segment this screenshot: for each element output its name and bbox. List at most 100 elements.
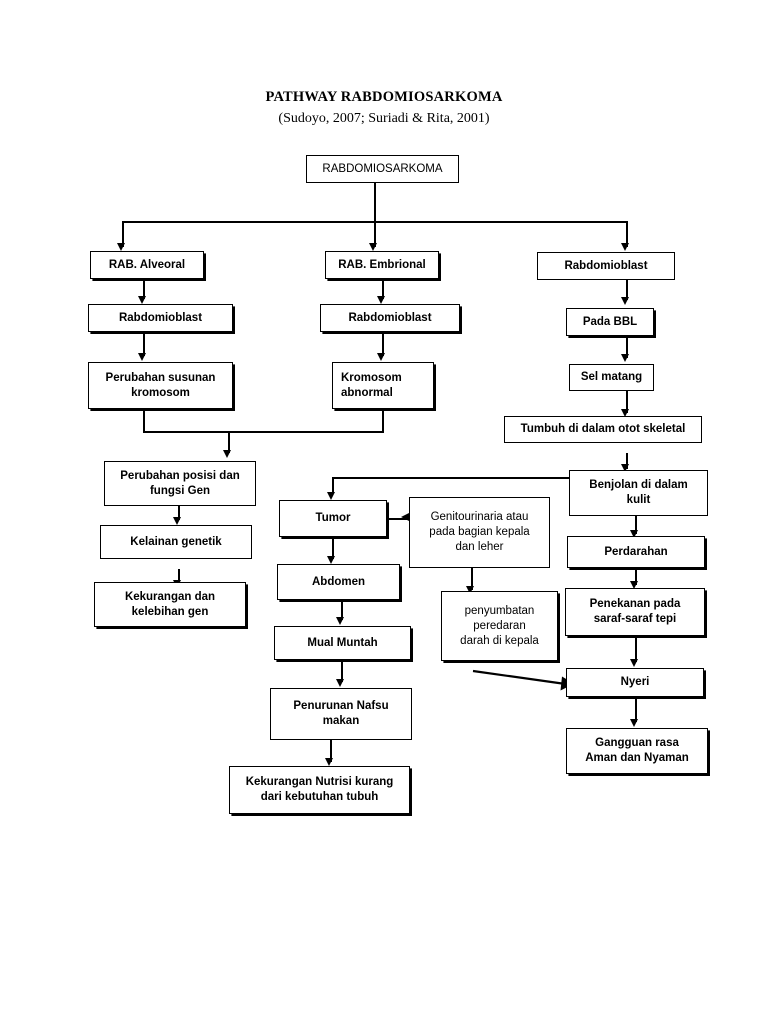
node-abdomen-label: Abdomen <box>311 575 366 588</box>
connector-tumbuh-down <box>626 453 628 469</box>
node-rabdomioblast-right-label: Rabdomioblast <box>564 259 648 272</box>
connector-alveoral-down <box>143 279 145 299</box>
node-nyeri[interactable]: Nyeri <box>566 668 704 697</box>
arrowhead-to-gangguan-rasa <box>630 719 639 727</box>
page-subtitle: (Sudoyo, 2007; Suriadi & Rita, 2001) <box>278 111 490 126</box>
arrowhead-to-benjolan <box>621 464 630 472</box>
node-pada-bbl[interactable]: Pada BBL <box>566 308 654 336</box>
node-nyeri-label: Nyeri <box>620 676 650 688</box>
connector-penyumbatan-to-nyeri <box>472 669 574 691</box>
node-sel-matang[interactable]: Sel matang <box>569 364 654 391</box>
arrowhead-to-tumbuh-otot <box>621 409 630 417</box>
title-block: PATHWAY RABDOMIOSARKOMA (Sudoyo, 2007; S… <box>0 88 768 128</box>
arrowhead-kelainan-genetik <box>173 517 182 525</box>
arrowhead-to-embrional <box>369 243 378 251</box>
node-rab-alveoral[interactable]: RAB. Alveoral <box>90 251 204 279</box>
arrowhead-to-genitourinaria <box>401 513 409 522</box>
arrowhead-to-kekurangan-nutrisi <box>325 758 334 766</box>
node-tumbuh-otot-skeletal-label: Tumbuh di dalam otot skeletal <box>520 423 686 435</box>
arrowhead-perubahan-susunan <box>138 353 147 361</box>
connector-selmatang-down <box>626 391 628 413</box>
node-rabdomioblast-embrional[interactable]: Rabdomioblast <box>320 304 460 332</box>
connector-root-down <box>374 183 376 222</box>
connector-bus-mid-drop <box>374 221 376 247</box>
connector-benjolan-down <box>635 516 637 534</box>
arrowhead-to-tumor <box>327 492 336 500</box>
connector-embrab-down <box>382 332 384 356</box>
connector-abdomen-down <box>341 600 343 620</box>
connector-kelainan-down <box>178 569 180 585</box>
node-perdarahan-label: Perdarahan <box>604 545 668 558</box>
connector-tumor-drop <box>332 477 334 494</box>
connector-susunan-down <box>143 409 145 433</box>
connector-tumor-to-genito <box>386 518 407 520</box>
node-tumbuh-otot-skeletal[interactable]: Tumbuh di dalam otot skeletal <box>504 416 702 443</box>
node-rabdomiosarkoma-label: RABDOMIOSARKOMA <box>322 162 443 175</box>
node-rabdomiosarkoma[interactable]: RABDOMIOSARKOMA <box>306 155 459 183</box>
arrowhead-to-rabdomioblast <box>621 243 630 251</box>
connector-merge-drop <box>228 431 230 453</box>
arrowhead-perubahan-posisi <box>223 450 232 458</box>
connector-abnormal-down <box>382 409 384 433</box>
connector-mual-down <box>341 660 343 682</box>
connector-embrional-down <box>382 279 384 299</box>
connector-nafsu-down <box>330 740 332 762</box>
arrowhead-kromosom-abnormal <box>377 353 386 361</box>
arrowhead-to-abdomen <box>327 556 336 564</box>
connector-benjolan-to-tumor-bus <box>332 477 570 479</box>
node-kelainan-genetik[interactable]: Kelainan genetik <box>100 525 252 559</box>
node-rab-alveoral-label: RAB. Alveoral <box>108 258 186 271</box>
node-tumor-label: Tumor <box>315 512 351 524</box>
arrowhead-to-pada-bbl <box>621 297 630 305</box>
arrowhead-to-penekanan <box>630 581 639 589</box>
node-rab-embrional-label: RAB. Embrional <box>338 258 426 271</box>
node-rabdomioblast-alveoral[interactable]: Rabdomioblast <box>88 304 233 332</box>
arrowhead-to-sel-matang <box>621 354 630 362</box>
connector-rabdo3-down <box>626 280 628 300</box>
connector-penekanan-down <box>635 636 637 662</box>
arrowhead-to-mual-muntah <box>336 617 345 625</box>
arrowhead-alv-rabdomioblast <box>138 296 147 304</box>
node-kelainan-genetik-label: Kelainan genetik <box>130 535 222 548</box>
node-rab-embrional[interactable]: RAB. Embrional <box>325 251 439 279</box>
connector-merge-bus <box>143 431 384 433</box>
node-abdomen[interactable]: Abdomen <box>277 564 400 600</box>
node-mual-muntah[interactable]: Mual Muntah <box>274 626 411 660</box>
arrowhead-to-alveoral <box>117 243 126 251</box>
node-mual-muntah-label: Mual Muntah <box>307 636 378 649</box>
node-sel-matang-label: Sel matang <box>580 371 643 383</box>
page-title: PATHWAY RABDOMIOSARKOMA <box>265 89 503 105</box>
node-perdarahan[interactable]: Perdarahan <box>567 536 705 568</box>
connector-bus-left-drop <box>122 221 124 247</box>
arrowhead-emb-rabdomioblast <box>377 296 386 304</box>
node-rabdomioblast-right[interactable]: Rabdomioblast <box>537 252 675 280</box>
connector-tumor-down <box>332 537 334 559</box>
arrowhead-to-penurunan-nafsu <box>336 679 345 687</box>
connector-genito-down <box>471 568 473 590</box>
node-tumor[interactable]: Tumor <box>279 500 387 537</box>
connector-alvrab-down <box>143 332 145 356</box>
node-pada-bbl-label: Pada BBL <box>582 315 638 328</box>
